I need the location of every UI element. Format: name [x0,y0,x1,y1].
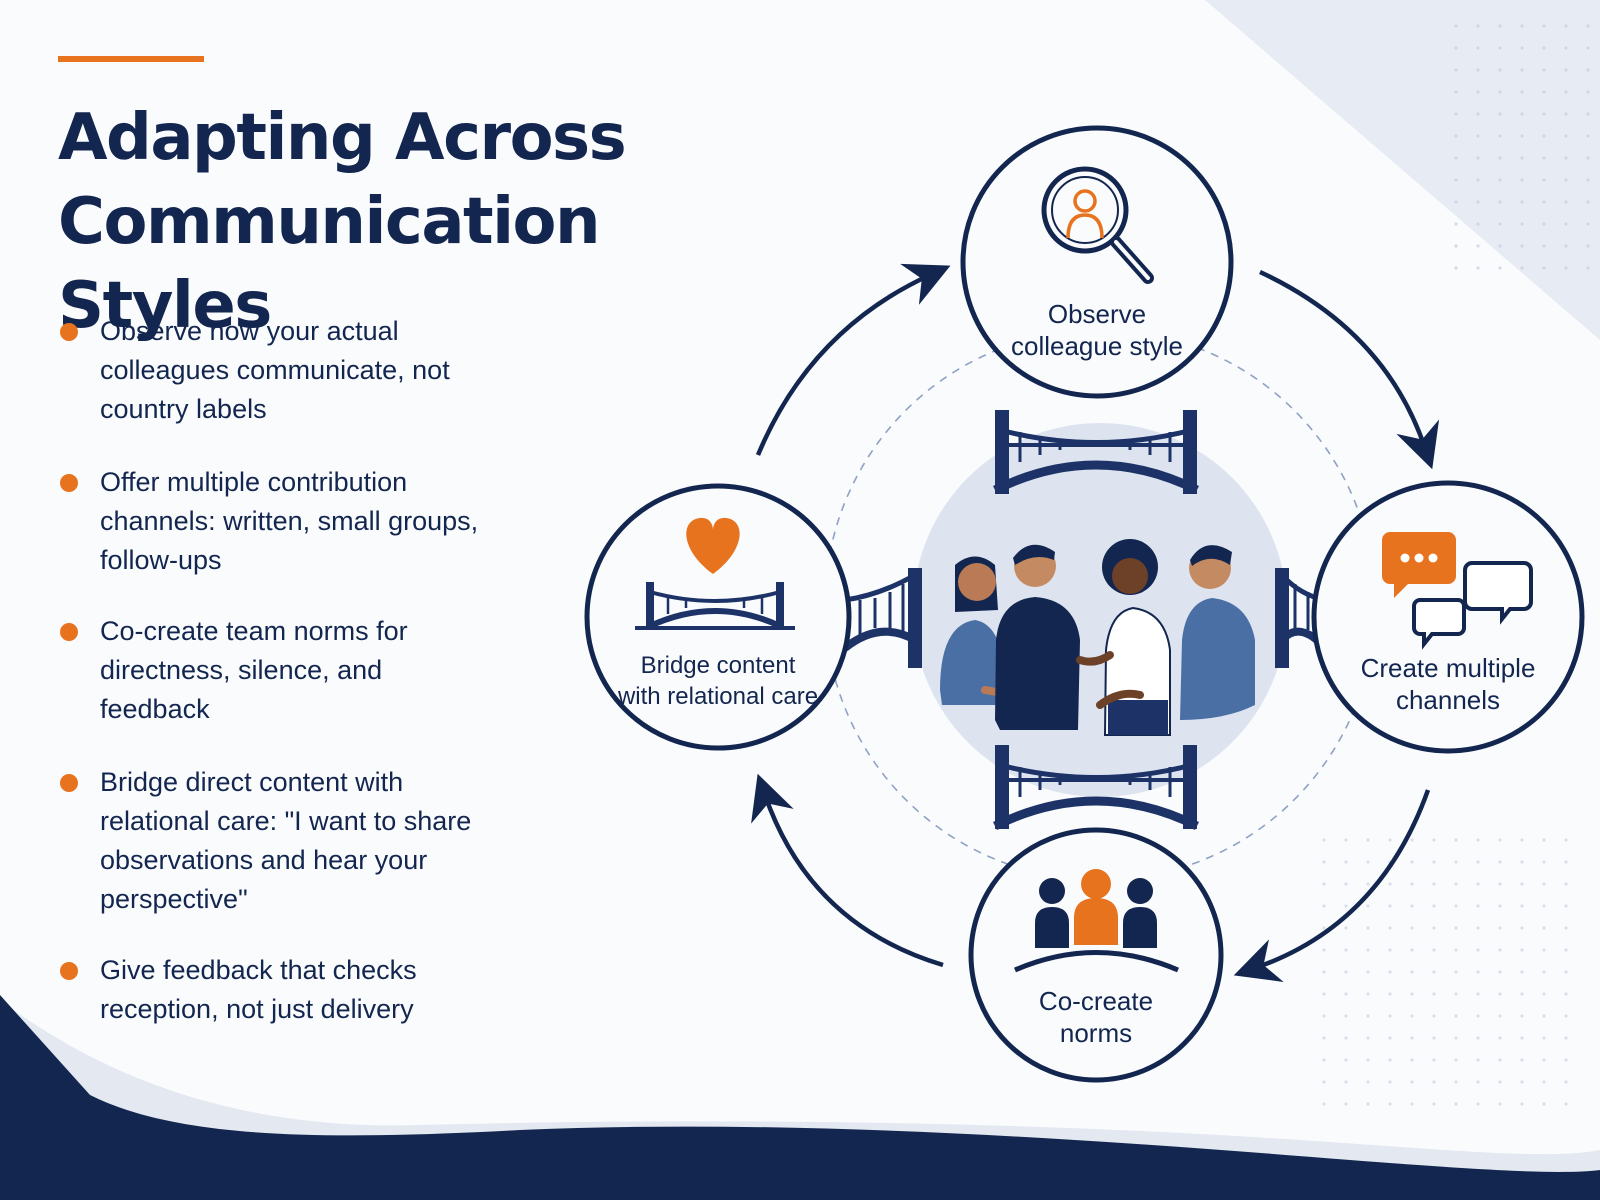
node-observe-label: Observe colleague style [987,298,1207,362]
key-point-text: Co-create team norms for directness, sil… [100,616,408,724]
arrow-norms-to-bridge [751,773,944,968]
node-norms-label: Co-create norms [1006,985,1186,1049]
title-line-2: Communication Styles [58,185,601,343]
page-title: Adapting Across Communication Styles [58,96,818,348]
heart-bridge-icon [635,517,795,630]
bullet-dot-icon [60,962,78,980]
bullet-dot-icon [60,774,78,792]
node-label-line: Create multiple [1360,653,1536,683]
title-line-1: Adapting Across [58,101,627,175]
key-point: Co-create team norms for directness, sil… [58,612,498,729]
bullet-dot-icon [60,623,78,641]
key-point: Observe how your actual colleagues commu… [58,312,498,429]
key-point: Give feedback that checks reception, not… [58,951,498,1029]
node-label-line: channels [1395,685,1501,715]
key-point-text: Offer multiple contribution channels: wr… [100,467,479,575]
key-point: Offer multiple contribution channels: wr… [58,463,498,580]
node-label-line: Co-create [1038,986,1154,1016]
group-icon [1014,869,1179,973]
title-accent-bar [58,56,204,62]
bullet-dot-icon [60,323,78,341]
key-point-text: Observe how your actual colleagues commu… [100,316,450,424]
chat-bubbles-icon [1382,532,1533,650]
key-point: Bridge direct content with relational ca… [58,763,498,919]
arrow-channels-to-norms [1233,789,1431,982]
node-label-line: Bridge content [640,652,796,679]
bridge-icon [842,568,922,668]
bridge-icon [993,745,1199,831]
node-label-line: Observe [1047,299,1147,329]
node-label-line: norms [1059,1018,1133,1048]
node-bridge-circle [584,483,852,751]
magnifier-person-icon [1041,166,1154,284]
node-observe-circle [960,125,1234,399]
key-points-list: Observe how your actual colleagues commu… [58,312,498,1029]
bullet-dot-icon [60,474,78,492]
key-point-text: Bridge direct content with relational ca… [100,767,472,914]
node-label-line: colleague style [1011,331,1183,361]
arrow-bridge-to-observe [755,263,951,456]
node-bridge-label: Bridge content with relational care [608,650,828,712]
node-channels-label: Create multiple channels [1338,652,1558,716]
team-conversation-icon [940,539,1255,736]
arrow-observe-to-channels [1259,269,1440,470]
key-point-text: Give feedback that checks reception, not… [100,955,417,1024]
node-label-line: with relational care [617,683,819,710]
bridge-icon [993,410,1199,495]
